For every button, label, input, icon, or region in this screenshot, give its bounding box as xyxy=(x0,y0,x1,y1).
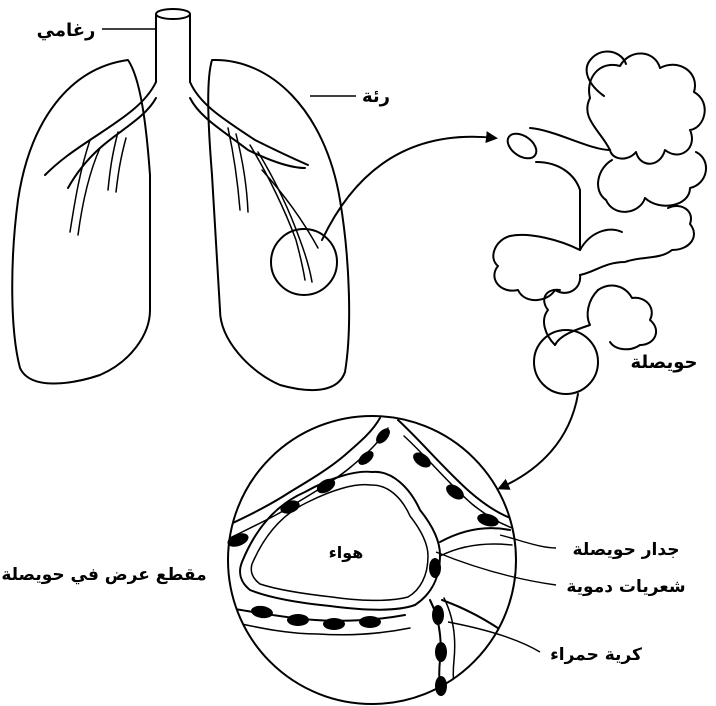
trachea-shape xyxy=(156,9,190,82)
alveolus-zoom-circle xyxy=(534,330,598,394)
lungs-illustration xyxy=(12,9,349,390)
alveolar-cluster xyxy=(493,51,706,394)
cross-section-circle xyxy=(228,416,516,704)
alveolus-cross-section xyxy=(222,416,518,706)
arrow-to-alveoli xyxy=(322,137,495,240)
label-capillaries: شعريات دموية xyxy=(566,577,685,597)
label-lung: رئة xyxy=(362,86,390,107)
label-trachea: رغامي xyxy=(37,20,96,41)
label-red-blood-cell: كرية حمراء xyxy=(550,645,642,665)
air-space-outer xyxy=(240,472,440,610)
label-cross-section: مقطع عرض في حويصلة xyxy=(1,565,206,585)
label-alveolar-wall: جدار حويصلة xyxy=(573,540,680,560)
label-alveolus: حويصلة xyxy=(630,352,697,373)
labels: رغامي رئة حويصلة هواء جدار حويصلة شعريات… xyxy=(1,20,697,665)
left-lung xyxy=(12,60,150,384)
label-air: هواء xyxy=(329,543,364,562)
lung-zoom-circle xyxy=(271,229,337,295)
right-lung xyxy=(208,60,349,390)
arrow-to-cross-section xyxy=(500,394,578,488)
